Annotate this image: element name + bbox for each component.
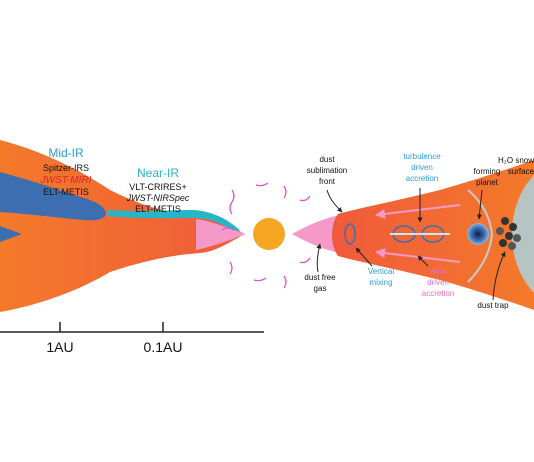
- left-inner-gas: [196, 219, 246, 250]
- dust-trap-pointer: [492, 251, 506, 301]
- mid-ir-instrument-jwst: JWST-MIRI: [40, 175, 92, 186]
- mid-ir-label-block: Mid-IR Spitzer-IRS JWST-MIRI ELT-METIS: [40, 146, 92, 197]
- outer-ice-region: [512, 175, 534, 293]
- pebble: [505, 232, 513, 240]
- left-disk-blue-layer: [0, 172, 106, 221]
- vertical-mixing-label: Vertical mixing: [355, 247, 394, 287]
- near-ir-instrument-elt: ELT-METIS: [135, 204, 181, 214]
- dust-free-gas-line1: dust free: [304, 273, 336, 282]
- turbulence-line1: turbulence: [403, 152, 441, 161]
- near-ir-instrument-vlt: VLT-CRIRES+: [129, 182, 187, 192]
- dust-free-gas-line2: gas: [314, 284, 327, 293]
- forming-planet: [467, 223, 489, 245]
- star-ray: [221, 227, 235, 231]
- mid-ir-instrument-spitzer: Spitzer-IRS: [43, 163, 89, 173]
- vertical-mixing-loop: [344, 223, 356, 245]
- dust-trap-label: dust trap: [477, 251, 509, 310]
- distance-axis: 1AU 0.1AU: [0, 322, 264, 355]
- star: [253, 218, 285, 250]
- turbulence-line2: driven: [411, 163, 433, 172]
- axis-label-0.1au: 0.1AU: [144, 339, 183, 355]
- wind-arrow-top: [375, 204, 461, 219]
- star-ray: [255, 182, 269, 187]
- star-ray: [299, 195, 311, 202]
- forming-planet-line2: planet: [476, 178, 499, 187]
- wind-pointer: [417, 255, 429, 267]
- wind-line3: accretion: [422, 289, 454, 298]
- axis-label-1au: 1AU: [46, 339, 73, 355]
- wind-line2: driven: [427, 278, 449, 287]
- pebble: [509, 223, 517, 231]
- snow-surface-label: H₂O snow surface: [498, 156, 534, 176]
- near-ir-title: Near-IR: [137, 166, 179, 180]
- dust-sublimation-arrow: [326, 189, 343, 213]
- forming-planet-line1: forming: [474, 167, 501, 176]
- dust-free-gas-label: dust free gas: [304, 243, 336, 293]
- left-disk: [0, 140, 246, 312]
- pebble: [513, 234, 521, 242]
- mid-ir-instrument-elt: ELT-METIS: [43, 187, 89, 197]
- near-ir-label-block: Near-IR VLT-CRIRES+ JWST-NIRSpec ELT-MET…: [126, 166, 190, 214]
- star-ray: [283, 185, 287, 199]
- dust-sublimation-line1: dust: [319, 155, 335, 164]
- wind-line1: wind: [429, 267, 446, 276]
- dust-sublimation-line3: front: [319, 177, 336, 186]
- snow-surface-line1: H₂O snow: [498, 156, 534, 165]
- snow-surface-line2: surface: [508, 167, 534, 176]
- dust-free-gas-arrow: [316, 243, 322, 273]
- pebble: [508, 242, 516, 250]
- left-disk-blue-wedge: [0, 226, 22, 242]
- star-ray: [229, 261, 233, 275]
- pebble: [496, 227, 504, 235]
- forming-planet-pointer: [476, 189, 483, 220]
- star-ray: [253, 277, 267, 282]
- star-ray: [283, 275, 287, 289]
- turbulence-label: turbulence driven accretion: [403, 152, 441, 223]
- near-ir-surface: [108, 210, 240, 232]
- dust-trap-text: dust trap: [477, 301, 509, 310]
- vertical-mixing-line1: Vertical: [368, 267, 394, 276]
- near-ir-instrument-jwst: JWST-NIRSpec: [126, 193, 190, 203]
- vertical-mixing-line2: mixing: [369, 278, 392, 287]
- pebble: [499, 239, 507, 247]
- dust-sublimation-label: dust sublimation front: [307, 155, 347, 213]
- turbulence-line3: accretion: [406, 174, 438, 183]
- right-disk: [292, 160, 534, 310]
- star-ray: [299, 257, 311, 264]
- dust-trap-pebbles: [496, 217, 521, 250]
- left-disk-body: [0, 140, 245, 312]
- pebble: [501, 217, 509, 225]
- star-ray: [229, 189, 235, 215]
- right-inner-gas: [292, 215, 340, 253]
- forming-planet-label: forming planet: [474, 167, 501, 220]
- mid-ir-title: Mid-IR: [48, 146, 84, 160]
- dust-sublimation-line2: sublimation: [307, 166, 347, 175]
- snow-surface-line: [467, 189, 494, 283]
- wind-label: wind driven accretion: [417, 255, 454, 298]
- vertical-mixing-pointer: [355, 247, 373, 267]
